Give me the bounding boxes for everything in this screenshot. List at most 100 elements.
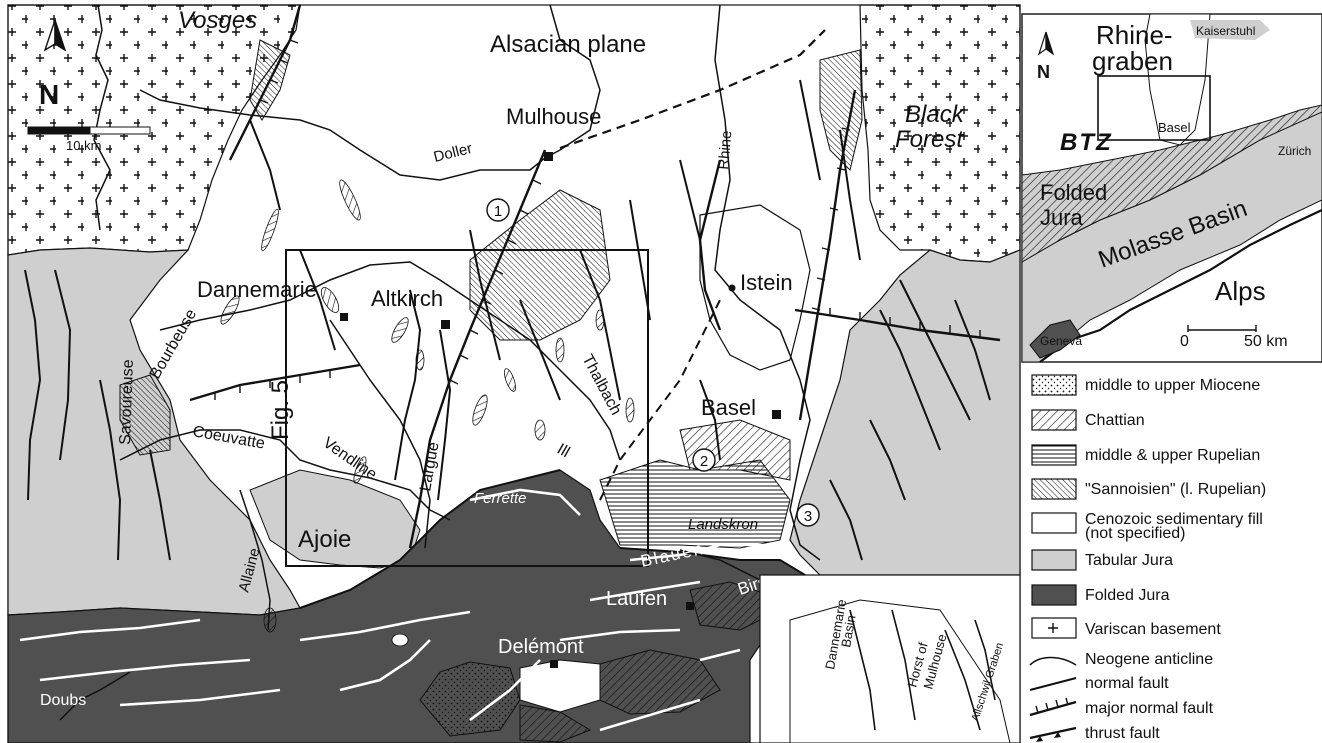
sannoisien-strip-1 [469,189,611,341]
legend-symbol-major-fault [1029,697,1077,717]
legend-label-normal-fault: normal fault [1085,675,1169,692]
legend-label-chattian: Chattian [1085,412,1145,429]
inset-alps-front [1039,209,1322,363]
inset-kaiserstuhl: Kaiserstuhl [1196,24,1255,38]
inset-basel: Basel [1158,120,1191,135]
inset-study-area-box [1097,75,1211,141]
basel-marker [772,410,781,419]
fault-ticks [214,39,981,400]
inset-folded-jura [1021,104,1322,263]
legend-label-sannoisien: "Sannoisien" (l. Rupelian) [1085,481,1266,498]
legend-label-tabular: Tabular Jura [1085,552,1173,569]
legend-swatch-rupelian [1031,444,1077,466]
laufen-marker [686,602,694,610]
label-mulhouse: Mulhouse [506,104,601,129]
mulhouse-marker [544,152,553,161]
circled-number-3: 3 [796,503,820,527]
legend-swatch-miocene [1031,374,1077,396]
sketch-dannemarie-2: Basin [838,614,858,649]
normal-faults [24,79,991,561]
label-doubs: Doubs [40,692,86,709]
north-label: N [39,79,59,110]
altkirch-marker [441,320,450,329]
dashed-boundary [559,29,826,150]
label-vosges: Vosges [178,7,257,34]
tabular-jura-east [789,249,1021,576]
inset-north-label: N [1037,62,1050,82]
legend-label-miocene: middle to upper Miocene [1085,377,1260,394]
legend-symbol-anticline [1029,656,1077,666]
dashed-boundary-ill [599,299,721,501]
label-rhine: Rhine [715,130,735,171]
legend: middle to upper Miocene Chattian middle … [1029,374,1266,742]
legend-label-folded: Folded Jura [1085,587,1170,604]
legend-swatch-tabular [1031,549,1077,571]
main-map: N 10 km Vosges Alsacian plane Mulhouse B… [7,4,1021,743]
legend-swatch-folded [1031,584,1077,606]
inset-folded-1: Folded [1040,180,1107,205]
label-basel: Basel [701,395,756,420]
inset-geneva: Geneva [1040,334,1082,348]
svg-text:1: 1 [494,203,502,220]
north-arrow-icon [43,19,67,52]
label-delemont: Delémont [498,636,584,658]
svg-text:3: 3 [804,508,812,525]
legend-swatch-cenozoic [1031,512,1077,534]
legend-swatch-sannoisien [1031,478,1077,500]
inset-alps-black [1029,319,1081,359]
label-laufen: Laufen [606,588,667,610]
location-inset-map: N Rhine- graben Kaiserstuhl Basel BTZ Zü… [1021,13,1322,363]
legend-label-thrust: thrust fault [1085,725,1160,742]
fig5-outline-box [285,249,649,567]
legend-label-anticline: Neogene anticline [1085,651,1213,668]
legend-label-rupelian: middle & upper Rupelian [1085,447,1260,464]
neogene-anticlines [19,488,770,732]
inset-rhine-1: Rhine- [1096,20,1173,50]
sannoisien-strip-3 [819,49,863,171]
legend-label-not-specified: (not specified) [1085,525,1186,542]
label-ajoie: Ajoie [298,526,351,553]
chattian-lenses [220,179,635,647]
scale-bar [27,126,151,135]
inset-alps: Alps [1215,276,1266,306]
label-ferrette: Ferrette [474,490,527,507]
circled-number-1: 1 [486,198,510,222]
legend-label-major-fault: major normal fault [1085,700,1214,717]
north-arrow-icon-inset [1037,31,1055,56]
chattian-delemont-2 [519,704,592,743]
label-fig5: Fig. 5 [267,380,294,440]
structural-sketch-inset: Dannemarie Basin Horst of Mulhouse Allsc… [759,574,1021,743]
label-forest: Forest [895,126,964,153]
delemont-marker [550,660,558,668]
istein-block [699,204,811,371]
black-forest-basement [859,4,1021,263]
inset-scale-bar [1187,325,1257,332]
istein-marker [728,284,736,292]
thrust-faults [299,469,806,609]
inset-scale-50: 50 km [1244,333,1288,350]
rivers [59,4,821,721]
dannemarie-marker [340,313,348,321]
inset-folded-2: Jura [1040,205,1084,230]
label-dannemarie: Dannemarie [197,277,317,302]
sannoisien-strip-4 [119,374,171,456]
inset-scale-0: 0 [1180,333,1189,350]
legend-symbol-normal-fault [1029,677,1077,691]
inset-kaiserstuhl-blob [1190,20,1270,40]
circled-number-2: 2 [692,448,716,472]
label-altkirch: Altkirch [371,286,443,311]
label-alsacian-plane: Alsacian plane [490,31,646,58]
legend-label-cenozoic: Cenozoic sedimentary fill [1085,511,1263,528]
scale-label: 10 km [66,138,101,153]
svg-text:2: 2 [700,453,708,470]
legend-swatch-chattian [1031,409,1077,431]
inset-btz: BTZ [1060,129,1113,156]
label-istein: Istein [740,270,793,295]
legend-label-variscan: Variscan basement [1085,621,1221,638]
label-landskron: Landskron [688,516,758,533]
label-savoureuse: Savoureuse [117,359,137,445]
inset-rhine-2: graben [1092,46,1173,76]
label-black: Black [905,101,966,128]
inset-zurich: Zürich [1278,144,1311,158]
